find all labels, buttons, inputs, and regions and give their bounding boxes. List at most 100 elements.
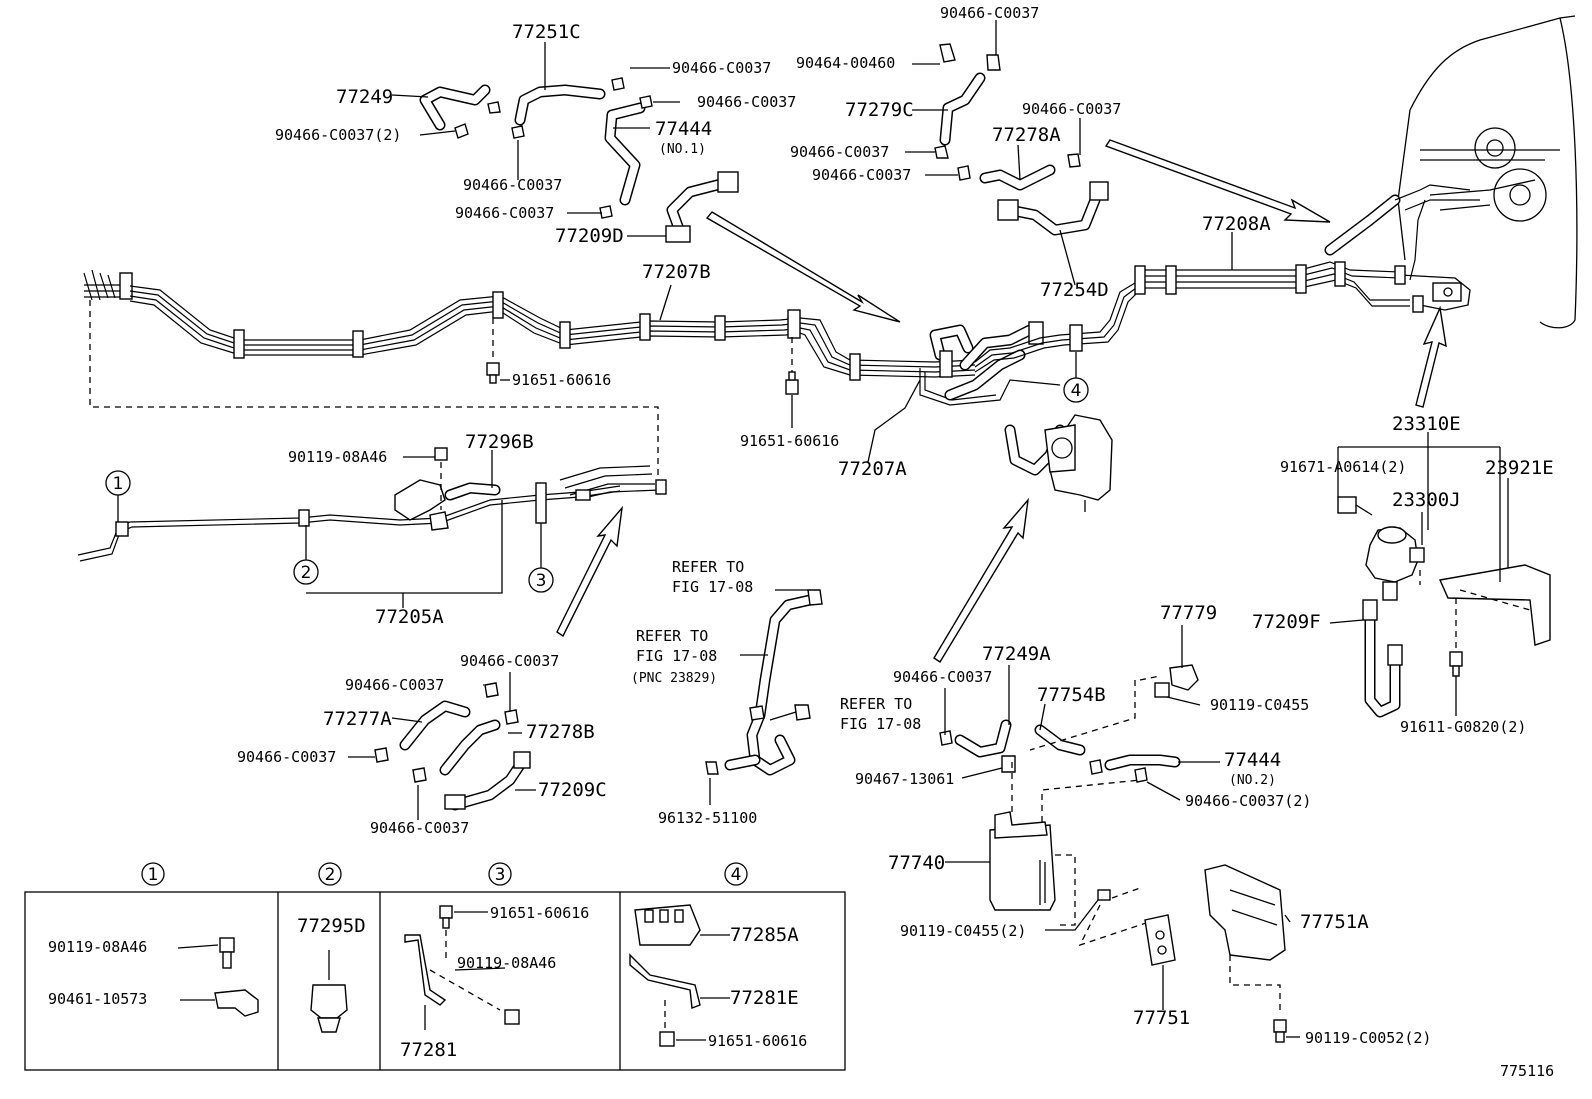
inset-1-number: 1: [148, 865, 159, 885]
inset-4-content: 77285A 77281E 91651-60616: [629, 904, 807, 1050]
label-refer2-line3: (PNC 23829): [631, 671, 717, 686]
label-90466-c0037-k: 90466-C0037: [370, 819, 469, 837]
label-refer2-line1: REFER TO: [636, 627, 708, 645]
label-77444-no2: 77444: [1224, 749, 1281, 771]
inset-4-label-c: 91651-60616: [708, 1032, 807, 1050]
hose-77209F: [1362, 599, 1403, 718]
inset-1-content: 90119-08A46 90461-10573: [48, 937, 259, 1017]
hose-77278B: [412, 709, 519, 783]
hose-77277A: [374, 682, 499, 763]
part-labels: 77251C 77249 90466-C0037(2) 90466-C0037 …: [237, 4, 1554, 1080]
inset-1-label-b: 90461-10573: [48, 990, 147, 1008]
label-90464-00460: 90464-00460: [796, 54, 895, 72]
inset-frame: [24, 891, 846, 1071]
inset-4-label-b: 77281E: [730, 987, 799, 1009]
fuel-filter-23300J: [1337, 496, 1425, 601]
clip-90467-13061: [1001, 755, 1016, 773]
label-refer2-line2: FIG 17-08: [636, 647, 717, 665]
callout-1: 1: [113, 474, 124, 494]
label-77208A: 77208A: [1202, 213, 1271, 235]
hose-77209C: [444, 751, 531, 811]
canister-77740: [989, 760, 1141, 926]
hose-77249: [419, 84, 501, 139]
label-77751: 77751: [1133, 1007, 1190, 1029]
label-90119-c0052-2: 90119-C0052(2): [1305, 1029, 1431, 1047]
label-90466-c0037-2-a: 90466-C0037(2): [275, 126, 401, 144]
label-77279C: 77279C: [845, 99, 914, 121]
label-no1: (NO.1): [659, 142, 706, 157]
label-90467-13061: 90467-13061: [855, 770, 954, 788]
label-90466-c0037-g: 90466-C0037: [812, 166, 911, 184]
label-77207A: 77207A: [838, 458, 907, 480]
hose-77444-no2: [1089, 754, 1181, 783]
label-90466-c0037-b: 90466-C0037: [672, 59, 771, 77]
label-90466-c0037-d: 90466-C0037: [455, 204, 554, 222]
label-77207B: 77207B: [642, 261, 711, 283]
label-90119-c0455: 90119-C0455: [1210, 696, 1309, 714]
label-77278B: 77278B: [526, 721, 595, 743]
label-refer1-line1: REFER TO: [672, 558, 744, 576]
label-90466-c0037-a: 90466-C0037: [463, 176, 562, 194]
hose-refer-fig-17-08: [705, 589, 823, 776]
label-77277A: 77277A: [323, 708, 392, 730]
label-90466-c0037-c: 90466-C0037: [697, 93, 796, 111]
hose-77249A: [939, 719, 1012, 758]
inset-3-label-a: 91651-60616: [490, 904, 589, 922]
hose-77754B: [1034, 724, 1086, 756]
leader-lines: [306, 20, 1509, 1038]
canister-bracket-center: [1004, 414, 1113, 512]
label-90466-c0037-e: 90466-C0037: [790, 143, 889, 161]
inset-3-label-c: 77281: [400, 1039, 457, 1061]
label-77251C: 77251C: [512, 21, 581, 43]
label-refer3-line1: REFER TO: [840, 695, 912, 713]
callout-circles: 1 2 3 4: [105, 352, 1089, 593]
bolt-90119-C0455-2: [1078, 887, 1171, 947]
inset-2-number: 2: [325, 865, 336, 885]
label-90466-c0037-2-b: 90466-C0037(2): [1185, 792, 1311, 810]
hose-77278A: [957, 153, 1081, 191]
label-no2: (NO.2): [1229, 773, 1276, 788]
label-90466-c0037-f: 90466-C0037: [1022, 100, 1121, 118]
label-77444-no1: 77444: [655, 118, 712, 140]
inset-2-label-a: 77295D: [297, 915, 366, 937]
label-77209D: 77209D: [555, 225, 624, 247]
hose-77209D: [665, 171, 739, 243]
inset-3-number: 3: [495, 865, 506, 885]
figure-id: 775116: [1500, 1062, 1554, 1080]
main-fuel-pipe-assembly: [83, 184, 1480, 406]
label-refer3-line2: FIG 17-08: [840, 715, 921, 733]
hose-77279C: [934, 43, 1001, 159]
inset-3-content: 91651-60616 90119-08A46 77281: [400, 904, 589, 1061]
inset-1-label-a: 90119-08A46: [48, 938, 147, 956]
label-77296B: 77296B: [465, 431, 534, 453]
label-refer1-line2: FIG 17-08: [672, 578, 753, 596]
label-23921E: 23921E: [1485, 457, 1554, 479]
hose-77444-no1: [599, 95, 653, 219]
label-77209C: 77209C: [538, 779, 607, 801]
inset-2-content: 77295D: [297, 915, 366, 1033]
bolts-91651-60616: [486, 318, 799, 395]
label-90466-c0037-i: 90466-C0037: [345, 676, 444, 694]
dashed-link-main-pipe: [89, 300, 659, 480]
label-90119-08a46: 90119-08A46: [288, 448, 387, 466]
callout-3: 3: [536, 571, 547, 591]
callout-4: 4: [1071, 381, 1082, 401]
label-77254D: 77254D: [1040, 279, 1109, 301]
label-77249A: 77249A: [982, 643, 1051, 665]
label-77249: 77249: [336, 86, 393, 108]
label-77209F: 77209F: [1252, 611, 1321, 633]
pipe-77254D: [997, 181, 1109, 236]
label-91671-a0614-2: 91671-A0614(2): [1280, 458, 1406, 476]
label-77278A: 77278A: [992, 124, 1061, 146]
cover-77751A: [1204, 864, 1287, 1043]
inset-4-number: 4: [731, 865, 742, 885]
inset-4-label-a: 77285A: [730, 924, 799, 946]
label-77754B: 77754B: [1037, 684, 1106, 706]
callout-2: 2: [301, 563, 312, 583]
label-77205A: 77205A: [375, 606, 444, 628]
bracket-77779: [1029, 664, 1199, 751]
bracket-23921E: [1419, 564, 1551, 677]
label-91651-60616-b: 91651-60616: [740, 432, 839, 450]
